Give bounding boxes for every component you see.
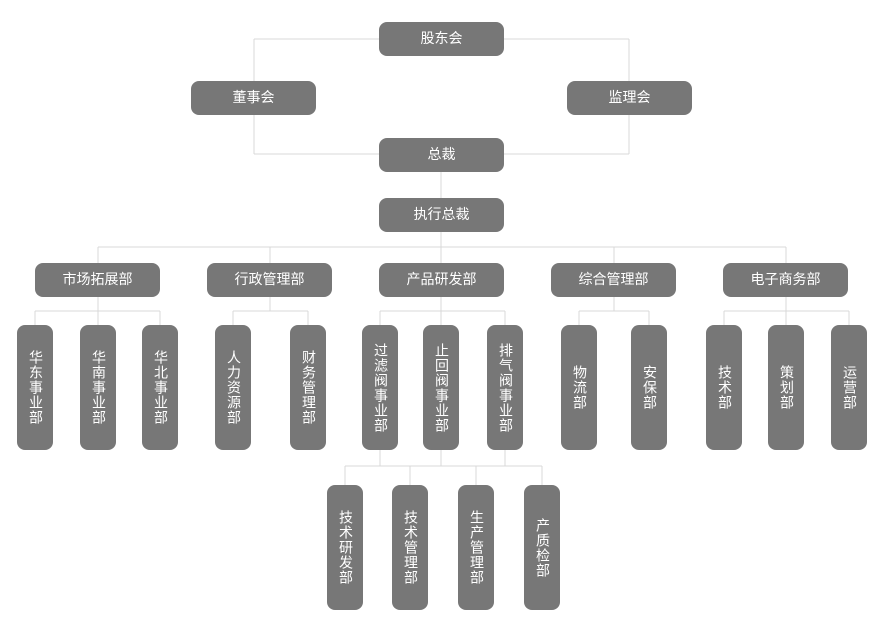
node-label: 执行总裁 — [413, 207, 470, 223]
node-finance: 财务管理部 — [290, 325, 326, 450]
node-label: 股东会 — [420, 31, 463, 47]
node-east: 华东事业部 — [17, 325, 53, 450]
node-label: 技术研发部 — [337, 510, 353, 585]
node-label: 止回阀事业部 — [433, 342, 449, 433]
node-board: 董事会 — [191, 81, 316, 115]
node-tech: 技术部 — [706, 325, 742, 450]
node-planning: 策划部 — [768, 325, 804, 450]
node-label: 董事会 — [232, 90, 275, 106]
node-label: 华东事业部 — [27, 350, 43, 425]
node-ecommerce: 电子商务部 — [723, 263, 848, 297]
node-safety: 安保部 — [631, 325, 667, 450]
node-filter: 过滤阀事业部 — [362, 325, 398, 450]
node-exhaust: 排气阀事业部 — [487, 325, 523, 450]
node-label: 综合管理部 — [578, 272, 649, 288]
node-label: 财务管理部 — [300, 350, 316, 425]
node-label: 物流部 — [571, 365, 587, 410]
node-market: 市场拓展部 — [35, 263, 160, 297]
node-south: 华南事业部 — [80, 325, 116, 450]
node-label: 排气阀事业部 — [497, 342, 513, 433]
node-tech-rnd: 技术研发部 — [327, 485, 363, 610]
node-label: 技术部 — [716, 365, 732, 410]
node-label: 策划部 — [778, 365, 794, 410]
node-check: 止回阀事业部 — [423, 325, 459, 450]
node-label: 行政管理部 — [234, 272, 305, 288]
node-admin: 行政管理部 — [207, 263, 332, 297]
node-label: 市场拓展部 — [62, 272, 133, 288]
node-label: 安保部 — [641, 365, 657, 410]
node-label: 华北事业部 — [152, 350, 168, 425]
node-label: 产质检部 — [534, 517, 550, 578]
node-label: 生产管理部 — [468, 510, 484, 585]
node-label: 电子商务部 — [750, 272, 821, 288]
node-rnd: 产品研发部 — [379, 263, 504, 297]
node-north: 华北事业部 — [142, 325, 178, 450]
node-label: 过滤阀事业部 — [372, 342, 388, 433]
node-label: 人力资源部 — [225, 350, 241, 425]
node-qc: 产质检部 — [524, 485, 560, 610]
node-operation: 运营部 — [831, 325, 867, 450]
node-executive: 执行总裁 — [379, 198, 504, 232]
node-logistics: 物流部 — [561, 325, 597, 450]
node-shareholders: 股东会 — [379, 22, 504, 56]
node-label: 产品研发部 — [406, 272, 477, 288]
node-hr: 人力资源部 — [215, 325, 251, 450]
node-label: 技术管理部 — [402, 510, 418, 585]
node-general: 综合管理部 — [551, 263, 676, 297]
node-label: 运营部 — [841, 365, 857, 410]
node-prod-mgmt: 生产管理部 — [458, 485, 494, 610]
node-label: 总裁 — [427, 147, 456, 163]
node-tech-mgmt: 技术管理部 — [392, 485, 428, 610]
node-label: 华南事业部 — [90, 350, 106, 425]
node-supervisors: 监理会 — [567, 81, 692, 115]
node-president: 总裁 — [379, 138, 504, 172]
node-label: 监理会 — [608, 90, 651, 106]
